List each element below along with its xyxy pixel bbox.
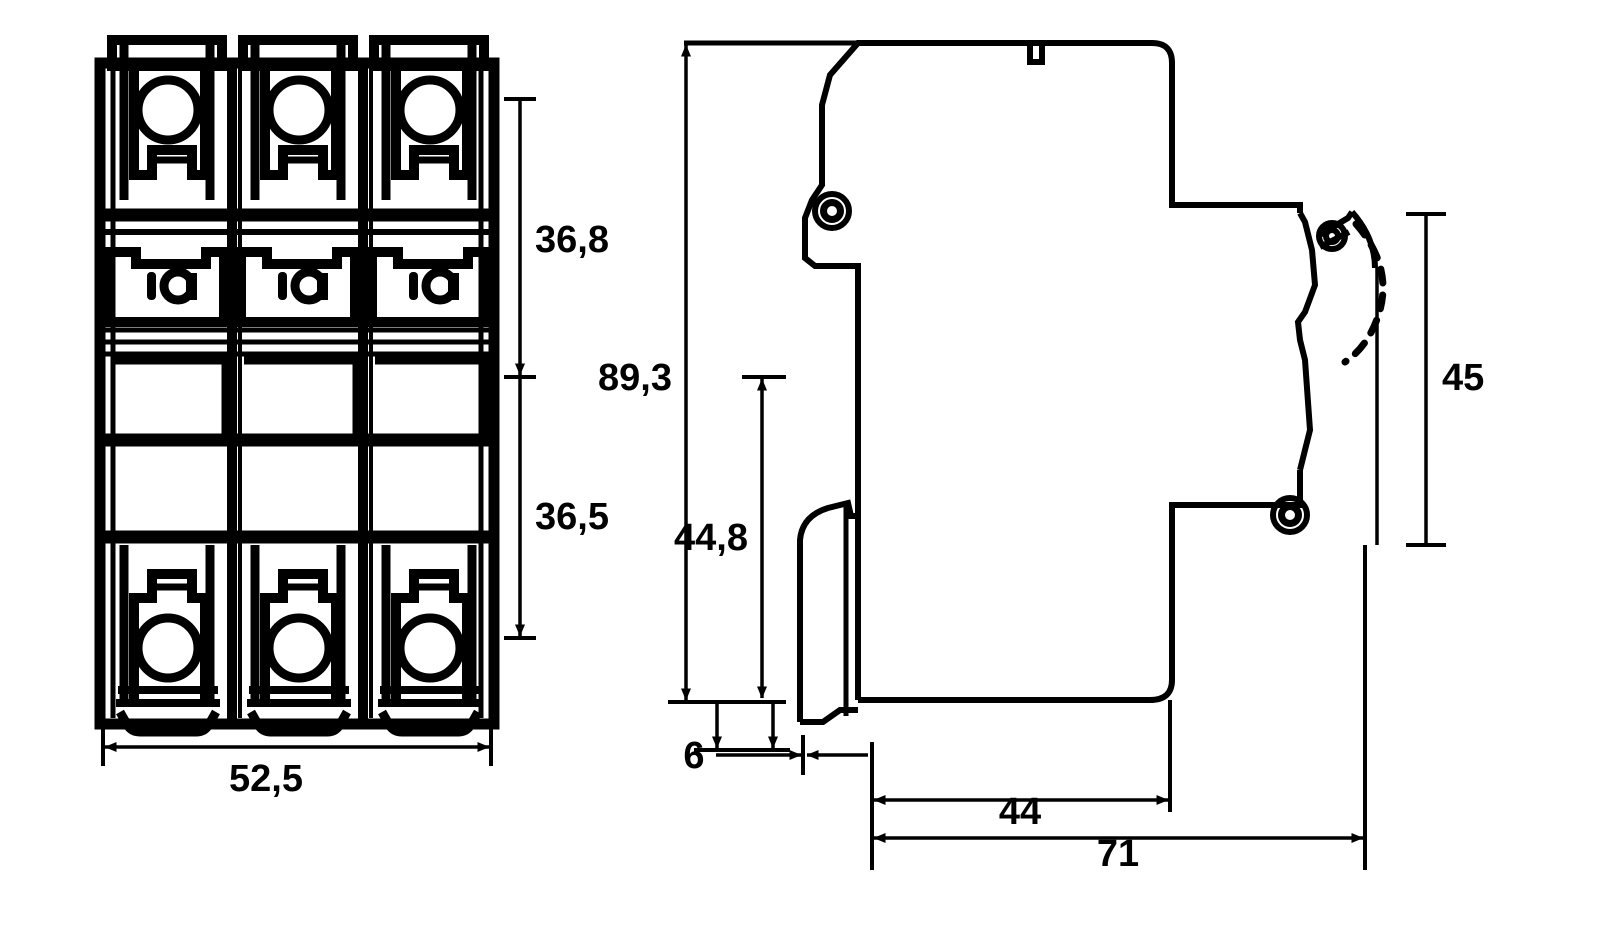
terminal-bottom-pole-1 <box>116 545 220 737</box>
dimension-52-5: 52,5 <box>101 728 493 800</box>
side-handle-profile <box>1294 211 1319 471</box>
terminal-bottom-pole-3 <box>378 545 482 737</box>
dimension-36-8: 36,8 <box>504 97 609 379</box>
dimension-89-3: 89,3 <box>598 44 786 704</box>
handle-pivot-screw-icon <box>1316 220 1348 252</box>
dimension-36-5: 36,5 <box>504 379 609 640</box>
pole-1-marking <box>147 267 197 305</box>
front-pole-separators <box>227 63 373 724</box>
front-pole-3-lower-bezel <box>375 355 493 437</box>
handle-swing-arc-dashed <box>1341 220 1387 366</box>
dimension-45: 45 <box>1375 212 1484 547</box>
side-profile-bottom-right <box>858 470 1303 703</box>
side-profile-top-right <box>1042 40 1303 213</box>
indicator-window-pole-3 <box>367 247 491 327</box>
front-view: 36,8 36,5 52,5 <box>94 35 609 800</box>
front-horizontal-bands <box>100 208 494 544</box>
dimension-44-8: 44,8 <box>674 375 786 699</box>
dimension-6: 6 <box>683 700 868 777</box>
din-rail-clip-foot <box>800 707 858 725</box>
terminal-top-pole-1 <box>107 35 227 200</box>
din-rail-clip <box>797 499 858 722</box>
dimension-label-36-8: 36,8 <box>535 219 609 261</box>
dimension-label-89-3: 89,3 <box>598 357 672 399</box>
indicator-window-pole-2 <box>236 247 360 327</box>
pivot-screw-upper-icon <box>812 191 852 231</box>
dimension-44: 44 <box>870 700 1172 833</box>
front-pole-3 <box>367 35 493 737</box>
front-pole-1 <box>105 35 231 737</box>
dimension-label-45: 45 <box>1442 357 1484 399</box>
side-top-notch <box>1027 43 1045 65</box>
pivot-screw-lower-icon <box>1270 495 1310 535</box>
terminal-bottom-pole-2 <box>247 545 351 737</box>
terminal-top-pole-2 <box>238 35 358 200</box>
dimension-label-71: 71 <box>1097 833 1139 875</box>
side-view: 89,3 44,8 45 6 <box>598 40 1484 875</box>
dimension-label-6: 6 <box>683 735 704 777</box>
pole-2-marking <box>278 267 328 305</box>
dimension-label-44: 44 <box>999 791 1041 833</box>
dimension-label-36-5: 36,5 <box>535 496 609 538</box>
side-handle-arc-solid <box>1349 210 1378 269</box>
front-pole-2 <box>236 35 362 737</box>
dimension-label-52-5: 52,5 <box>229 758 303 800</box>
front-pole-2-lower-bezel <box>244 355 362 437</box>
dimension-71: 71 <box>870 545 1367 875</box>
terminal-top-pole-3 <box>369 35 489 200</box>
front-pole-1-lower-bezel <box>113 355 231 437</box>
pole-3-marking <box>409 267 459 305</box>
dimension-label-44-8: 44,8 <box>674 517 748 559</box>
indicator-window-pole-1 <box>105 247 229 327</box>
side-profile-left <box>802 40 1042 700</box>
